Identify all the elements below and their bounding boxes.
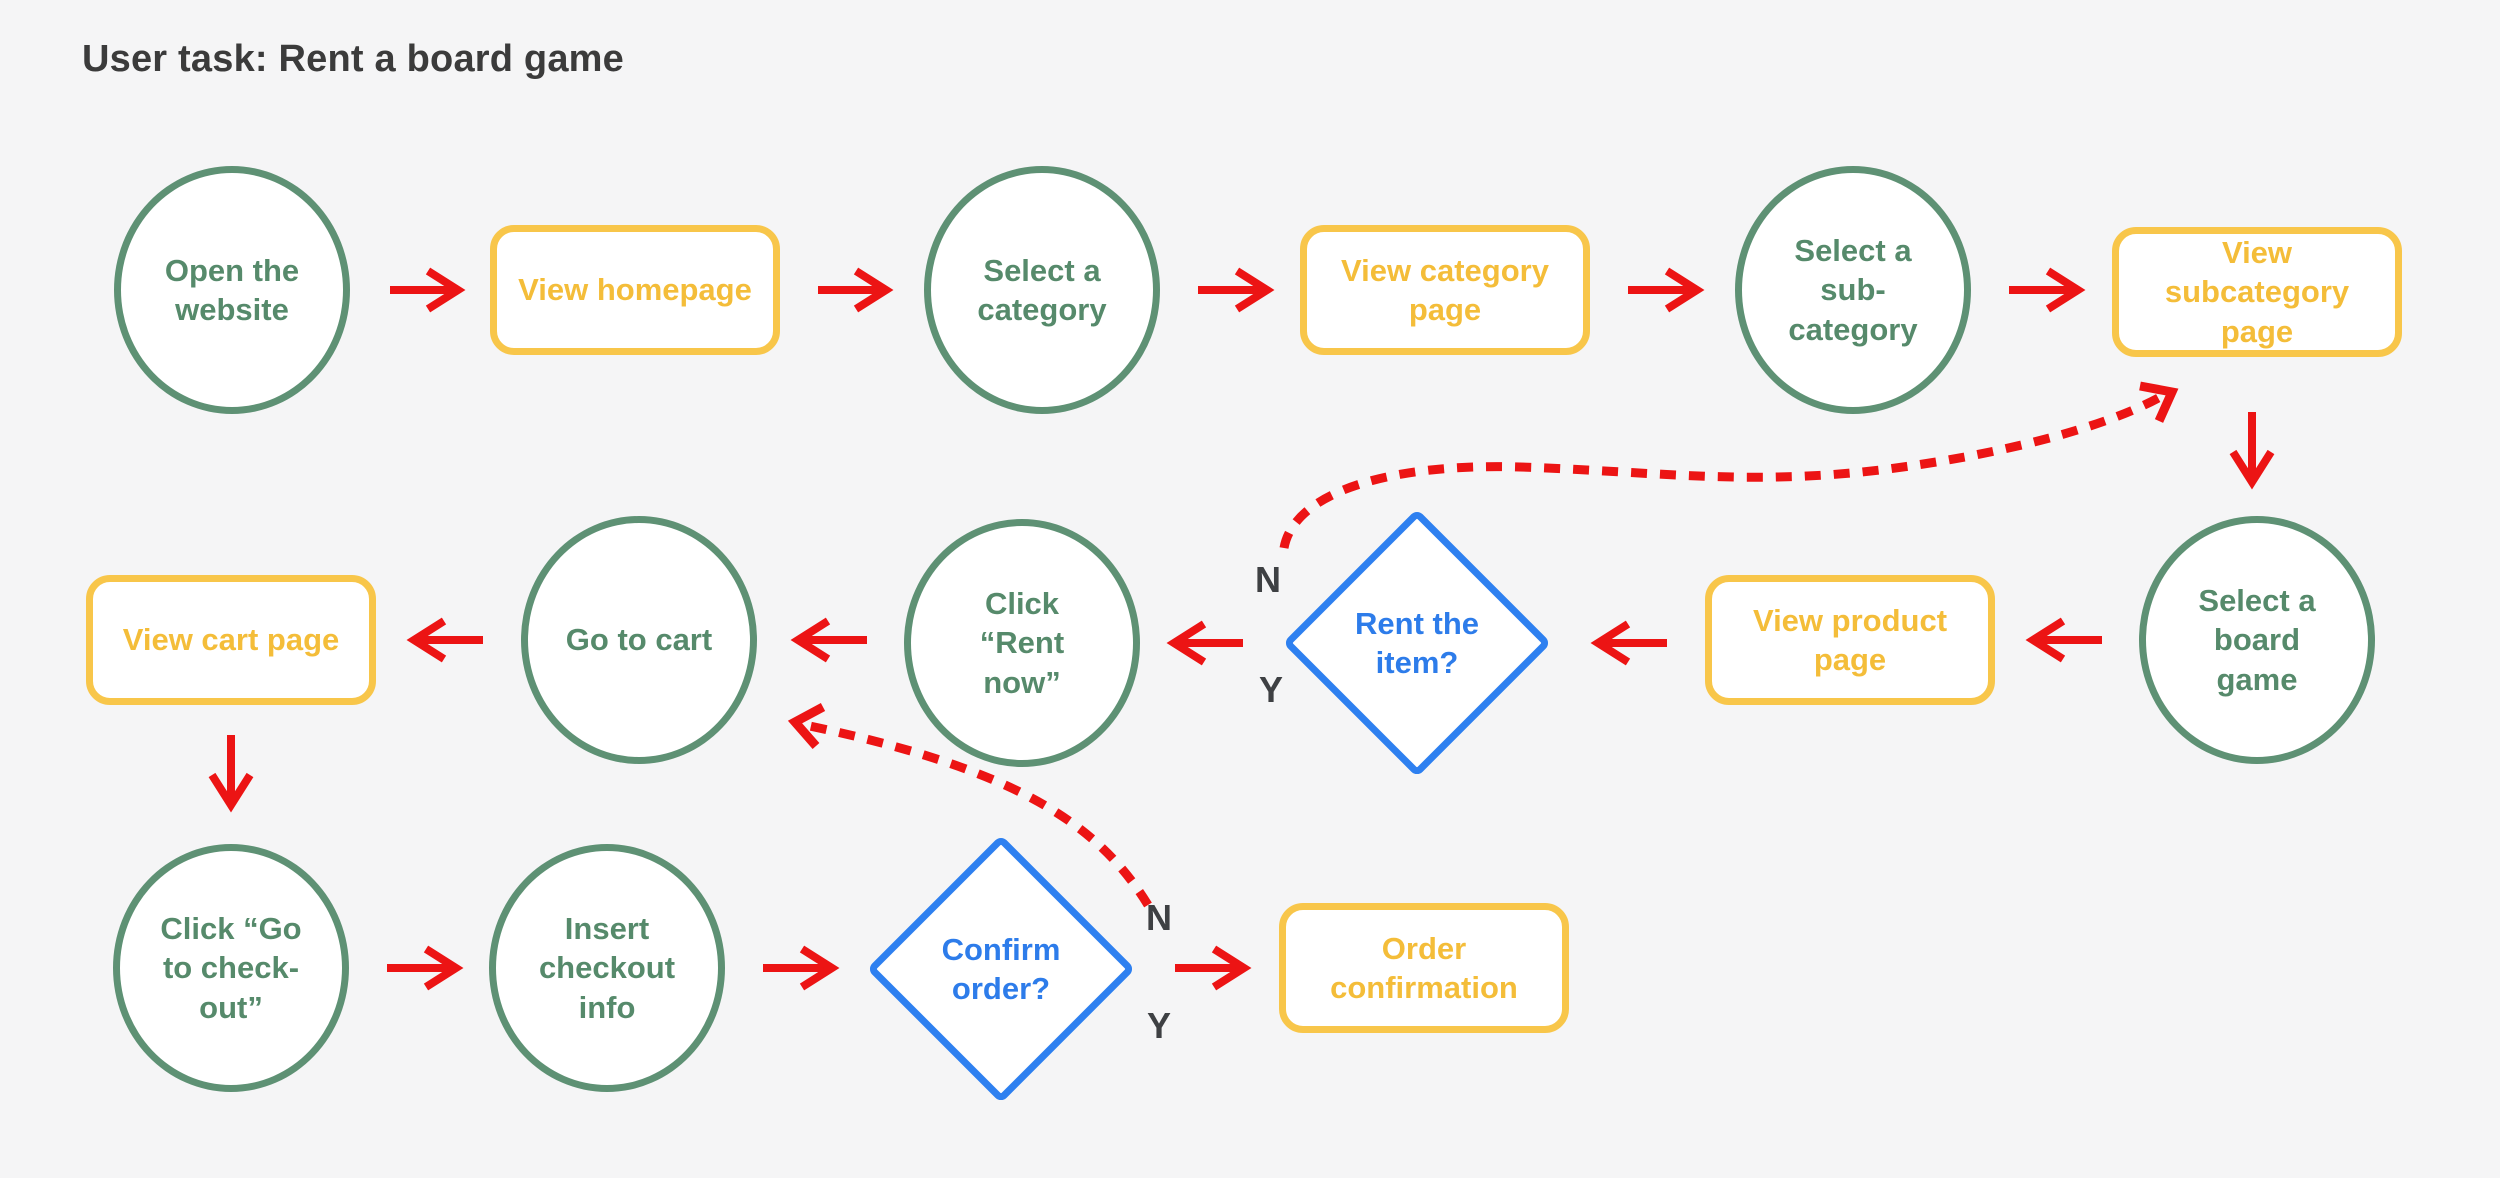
node-view-cart-page[interactable]: View cart page	[86, 575, 376, 705]
branch-label-confirm-order-no: N	[1146, 897, 1172, 938]
node-label: Click “Go to check- out”	[160, 911, 302, 1025]
node-label: Insert checkout info	[538, 911, 676, 1025]
arrow-open-website-to-view-homepage	[390, 267, 466, 313]
branch-label-rent-item-yes: Y	[1258, 669, 1284, 710]
branch-label-confirm-order-yes: Y	[1146, 1005, 1172, 1046]
arrow-view-homepage-to-select-category	[818, 267, 894, 313]
node-label: Rent the item?	[1355, 605, 1479, 680]
arrow-select-subcategory-to-view-subcategory-page	[2009, 267, 2086, 313]
node-label: Select a sub- category	[1788, 233, 1918, 347]
arrow-view-cart-page-to-click-go-to-checkout	[208, 735, 254, 813]
node-label: Select a board game	[2198, 583, 2316, 697]
arrow-confirm-order-yes-to-order-confirmation	[1175, 945, 1252, 991]
node-view-category-page[interactable]: View category page	[1300, 225, 1590, 355]
node-label: Confirm order?	[941, 931, 1061, 1006]
node-label: View subcategory page	[2164, 235, 2350, 349]
arrow-click-rent-now-to-go-to-cart	[790, 617, 867, 663]
node-rent-item-decision[interactable]: Rent the item?	[1281, 507, 1553, 779]
node-click-rent-now[interactable]: Click “Rent now”	[904, 519, 1140, 767]
node-view-homepage[interactable]: View homepage	[490, 225, 780, 355]
node-label: View product page	[1752, 602, 1948, 677]
arrow-go-to-cart-to-view-cart-page	[406, 617, 483, 663]
node-open-website[interactable]: Open the website	[114, 166, 350, 414]
node-order-confirmation[interactable]: Order confirmation	[1279, 903, 1569, 1033]
node-select-subcategory[interactable]: Select a sub- category	[1735, 166, 1971, 414]
arrow-click-go-to-checkout-to-insert-checkout-info	[387, 945, 464, 991]
branch-label-rent-item-no: N	[1255, 559, 1281, 600]
node-label: Go to cart	[565, 622, 713, 658]
node-select-category[interactable]: Select a category	[924, 166, 1160, 414]
node-select-board-game[interactable]: Select a board game	[2139, 516, 2375, 764]
node-view-product-page[interactable]: View product page	[1705, 575, 1995, 705]
arrow-view-subcategory-page-to-select-board-game	[2229, 412, 2275, 490]
node-click-go-to-checkout[interactable]: Click “Go to check- out”	[113, 844, 349, 1092]
node-view-subcategory-page[interactable]: View subcategory page	[2112, 227, 2402, 357]
node-label: View homepage	[518, 272, 752, 308]
arrow-insert-checkout-info-to-confirm-order	[763, 945, 840, 991]
arrow-view-product-page-to-rent-item	[1590, 620, 1667, 666]
node-go-to-cart[interactable]: Go to cart	[521, 516, 757, 764]
arrow-select-category-to-view-category-page	[1198, 267, 1275, 313]
arrow-rent-item-yes-to-click-rent-now	[1166, 620, 1243, 666]
node-label: Select a category	[977, 252, 1107, 327]
page-title: User task: Rent a board game	[82, 38, 624, 80]
node-confirm-order-decision[interactable]: Confirm order?	[865, 833, 1137, 1105]
arrow-view-category-page-to-select-subcategory	[1628, 267, 1705, 313]
arrow-select-board-game-to-view-product-page	[2025, 617, 2102, 663]
node-label: View cart page	[122, 622, 340, 658]
node-label: Click “Rent now”	[979, 586, 1065, 700]
node-insert-checkout-info[interactable]: Insert checkout info	[489, 844, 725, 1092]
node-label: View category page	[1341, 252, 1549, 327]
node-label: Order confirmation	[1330, 930, 1518, 1005]
node-label: Open the website	[164, 252, 300, 327]
